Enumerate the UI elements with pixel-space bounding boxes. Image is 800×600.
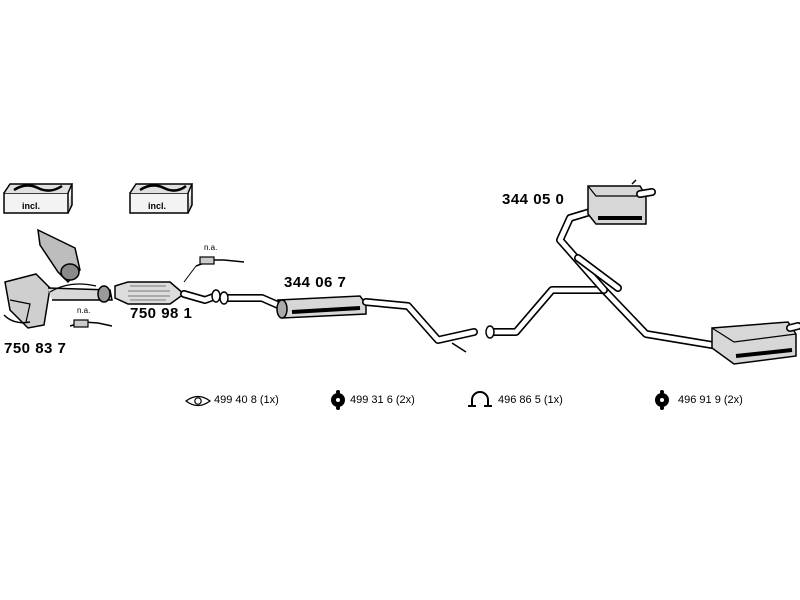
part-number-344-06-7: 344 06 7 [284, 274, 347, 291]
flange-gasket-icon [184, 395, 212, 407]
pipe-clamp-icon [468, 391, 492, 407]
rubber-mount-icon [331, 390, 345, 410]
oxygen-sensor-2 [69, 319, 113, 328]
accessory-496-91-9: 496 91 9 (2x) [678, 394, 743, 406]
not-applicable-label-1: n.a. [204, 243, 218, 252]
part-number-750-83-7: 750 83 7 [4, 340, 67, 357]
part-number-344-05-0: 344 05 0 [502, 191, 565, 208]
accessory-qty: (1x) [543, 394, 563, 406]
included-label-2: incl. [148, 201, 167, 211]
part-number-750-98-1: 750 98 1 [130, 305, 193, 322]
accessory-499-40-8: 499 40 8 (1x) [214, 394, 279, 406]
intermediate-pipe [362, 208, 716, 353]
rear-silencer-lower [711, 321, 800, 365]
accessory-number: 499 40 8 [214, 394, 257, 406]
front-pipe [180, 289, 282, 309]
included-label-1: incl. [22, 201, 41, 211]
accessory-499-31-6: 499 31 6 (2x) [350, 394, 415, 406]
accessory-496-86-5: 496 86 5 (1x) [498, 394, 563, 406]
accessory-qty: (2x) [723, 394, 743, 406]
oxygen-sensor-1 [183, 256, 245, 283]
not-applicable-label-2: n.a. [77, 306, 91, 315]
rubber-hanger-icon [655, 390, 669, 410]
catalytic-converter [114, 281, 186, 305]
middle-silencer [276, 295, 367, 319]
accessory-qty: (2x) [395, 394, 415, 406]
accessory-qty: (1x) [259, 394, 279, 406]
accessory-number: 496 91 9 [678, 394, 721, 406]
exhaust-manifold-catalyst [3, 228, 113, 329]
included-parts-box-1 [3, 183, 74, 214]
accessory-number: 499 31 6 [350, 394, 393, 406]
rear-silencer-upper [587, 179, 656, 225]
accessory-number: 496 86 5 [498, 394, 541, 406]
included-parts-box-2 [129, 183, 194, 214]
